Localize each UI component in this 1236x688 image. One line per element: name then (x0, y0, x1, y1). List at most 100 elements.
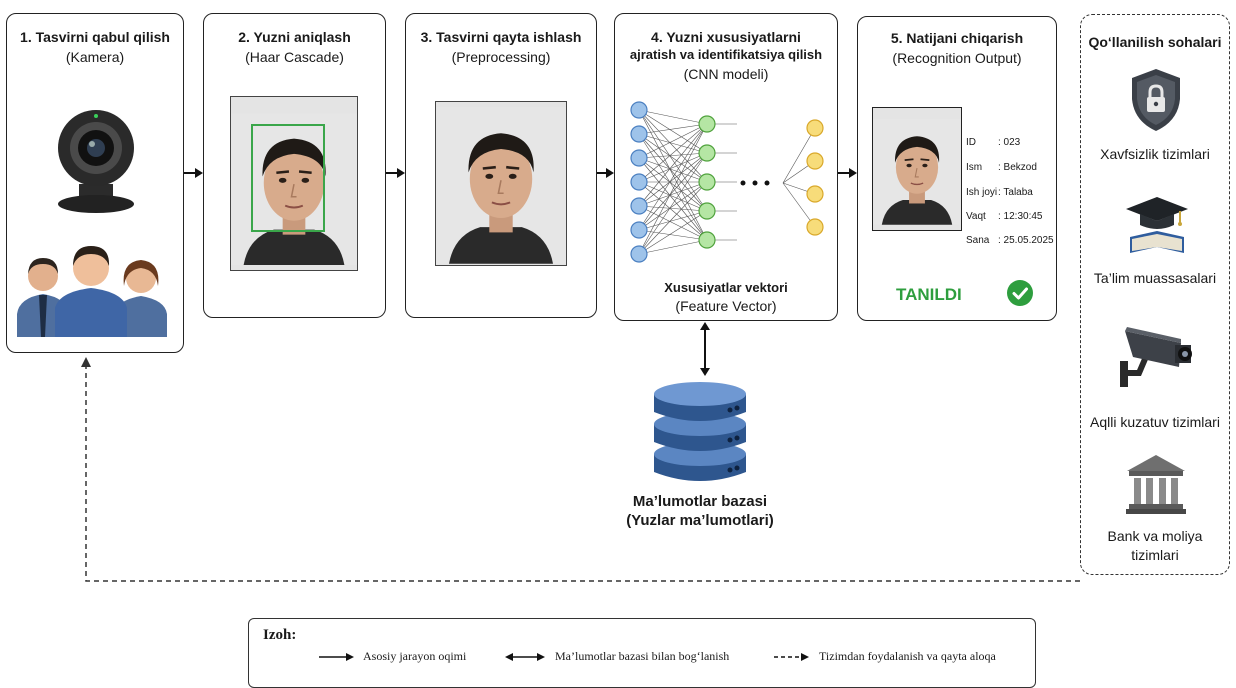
info-name-key: Ism (966, 162, 983, 173)
nn-node (806, 119, 824, 137)
face-photo (230, 96, 358, 271)
feature-vector-subtitle: (Feature Vector) (675, 298, 777, 314)
step-2-title: 2. Yuzni aniqlash (238, 29, 351, 45)
step-4-title-line2: ajratish va identifikatsiya qilish (629, 47, 823, 62)
legend-dashed-arrow (774, 653, 809, 661)
step-3-title: 3. Tasvirni qayta ishlash (420, 29, 582, 45)
nn-node (698, 231, 716, 249)
step-3-box: 3. Tasvirni qayta ishlash (Preprocessing… (405, 13, 597, 318)
nn-connection (638, 133, 708, 183)
info-id-value: : 023 (998, 137, 1021, 148)
nn-node (698, 115, 716, 133)
step-5-subtitle: (Recognition Output) (892, 50, 1022, 66)
nn-connection (638, 210, 708, 255)
nn-connection (638, 152, 708, 183)
nn-ellipsis-dot (752, 180, 758, 186)
nn-node (698, 144, 716, 162)
database-icon (654, 382, 746, 481)
step-1-box: 1. Tasvirni qabul qilish (Kamera) (6, 13, 184, 353)
nn-connection (638, 210, 708, 231)
nn-node (698, 202, 716, 220)
step-1-title: 1. Tasvirni qabul qilish (20, 29, 170, 45)
nn-node (630, 101, 648, 119)
graduation-cap-icon (1126, 197, 1188, 253)
nn-connection (782, 127, 816, 184)
nn-connection (638, 123, 708, 207)
nn-connection (638, 181, 708, 255)
nn-node (806, 185, 824, 203)
face-detection-box (251, 124, 325, 232)
preprocessed-face-photo (435, 101, 567, 266)
nn-connection (638, 133, 708, 212)
nn-ellipsis-dot (740, 180, 746, 186)
nn-connection (638, 181, 708, 212)
info-time-key: Vaqt (966, 211, 986, 222)
nn-connection (638, 152, 708, 207)
legend-solid-arrow (319, 653, 354, 661)
applications-title: Qo‘llanilish sohalari (1088, 34, 1222, 50)
step-2-box: 2. Yuzni aniqlash (Haar Cascade) (203, 13, 386, 318)
nn-node (630, 245, 648, 263)
nn-connection (638, 157, 708, 212)
nn-connection (638, 205, 708, 212)
info-id-key: ID (966, 137, 976, 148)
neural-network-diagram (630, 101, 824, 263)
application-bank-label-line1: Bank va moliya (1107, 528, 1203, 544)
cctv-camera-icon (1120, 327, 1192, 387)
nn-node (630, 197, 648, 215)
step-4-box: 4. Yuzni xususiyatlarni ajratish va iden… (614, 13, 838, 321)
nn-connection (638, 157, 708, 241)
nn-connection (638, 123, 708, 135)
nn-connection (638, 133, 708, 154)
recognized-face-photo (872, 107, 962, 231)
nn-connection (638, 109, 708, 154)
nn-connection (638, 229, 708, 241)
nn-connection (638, 123, 708, 159)
step-4-title-line1: 4. Yuzni xususiyatlarni (651, 29, 801, 45)
legend-database-link: Ma’lumotlar bazasi bilan bog‘lanish (555, 649, 730, 663)
legend-feedback: Tizimdan foydalanish va qayta aloqa (819, 649, 996, 663)
legend-box: Izoh: Asosiy jarayon oqimi Ma’lumotlar b… (248, 618, 1036, 688)
flow-arrow-4-5 (838, 168, 857, 178)
recognized-status: TANILDI (896, 285, 962, 304)
nn-connection (638, 123, 708, 255)
nn-connection (638, 152, 708, 255)
info-name-value: : Bekzod (998, 162, 1037, 173)
step-1-subtitle: (Kamera) (65, 49, 125, 65)
nn-connection (638, 123, 708, 183)
shield-lock-icon (1132, 69, 1180, 131)
application-education-label: Ta’lim muassasalari (1093, 270, 1217, 286)
nn-connection (638, 205, 708, 241)
nn-node (698, 173, 716, 191)
database-link-arrow (700, 322, 710, 376)
nn-node (806, 152, 824, 170)
database-sublabel: (Yuzlar ma’lumotlari) (626, 512, 774, 529)
flow-arrow-2-3 (386, 168, 405, 178)
people-group-icon (17, 246, 167, 337)
webcam-icon (58, 110, 134, 213)
nn-connection (638, 181, 708, 231)
nn-node (630, 221, 648, 239)
nn-connection (782, 182, 816, 228)
step-5-box: 5. Natijani chiqarish (Recognition Outpu… (857, 16, 1057, 321)
legend-main-flow: Asosiy jarayon oqimi (363, 649, 467, 663)
check-circle-icon (1007, 280, 1033, 306)
nn-node (630, 173, 648, 191)
nn-connection (638, 133, 708, 241)
nn-connection (638, 123, 708, 231)
nn-connection (638, 181, 708, 241)
step-5-title: 5. Natijani chiqarish (890, 30, 1024, 46)
step-4-subtitle: (CNN modeli) (683, 66, 769, 82)
nn-connection (638, 152, 708, 159)
nn-connection (638, 152, 708, 231)
applications-panel: Qo‘llanilish sohalari Xavfsizlik tizimla… (1080, 14, 1230, 575)
step-3-subtitle: (Preprocessing) (451, 49, 551, 65)
info-workplace-key: Ish joyi (966, 187, 998, 198)
application-bank-label-line2: tizimlari (1131, 547, 1179, 563)
nn-node (630, 149, 648, 167)
nn-node (806, 218, 824, 236)
legend-double-arrow (505, 653, 545, 661)
info-workplace-value: : Talaba (998, 187, 1033, 198)
info-date-value: : 25.05.2025 (998, 235, 1054, 246)
legend-title: Izoh: (263, 627, 297, 643)
